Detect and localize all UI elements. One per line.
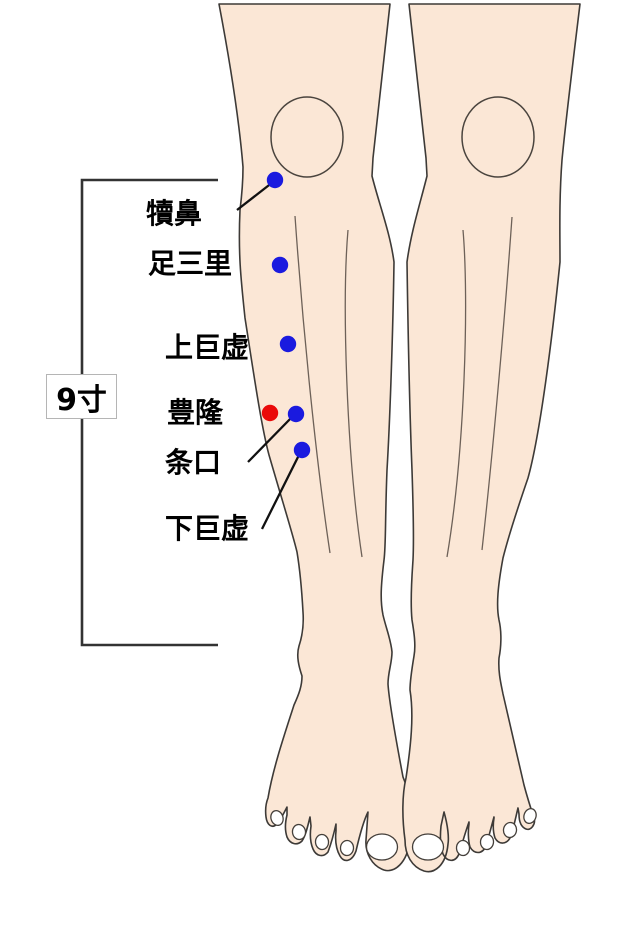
acupoint-dot-tokubi — [266, 171, 284, 189]
acupoint-dot-ashisanri — [271, 256, 289, 274]
acupoint-dot-jokokyo — [279, 335, 297, 353]
acupoint-dot-gekokyo — [293, 441, 311, 459]
right-shin-line-inner — [446, 229, 467, 558]
label-gekokyo: 下巨虚 — [165, 512, 250, 545]
toenail — [502, 821, 518, 839]
acupoint-dot-horyu — [261, 404, 279, 422]
toenail — [479, 833, 495, 851]
acupoint-dots — [261, 171, 311, 459]
left-shin-line-outer — [294, 215, 331, 554]
right-kneecap-outline — [461, 96, 535, 178]
leader-lines — [236, 181, 302, 530]
left-leg — [218, 3, 413, 872]
label-ashisanri: 足三里 — [148, 247, 233, 280]
left-kneecap-outline — [270, 96, 344, 178]
leader-line-joko — [247, 415, 294, 463]
big-toenail — [411, 833, 445, 861]
big-toenail — [365, 833, 399, 861]
toenail — [339, 839, 355, 857]
left-shin-line-inner — [344, 229, 363, 558]
right-leg-outline — [402, 3, 581, 873]
leader-line-tokubi — [236, 181, 274, 211]
toenail — [455, 839, 471, 857]
measurement-label: 9寸 — [56, 382, 107, 418]
toenail — [270, 809, 284, 827]
right-foot-toenails — [411, 807, 537, 861]
left-foot-toenails — [270, 809, 399, 861]
label-horyu: 豊隆 — [167, 396, 224, 429]
toenail — [291, 823, 307, 841]
measurement-label-box: 9寸 — [46, 374, 117, 419]
label-joko: 条口 — [165, 446, 222, 479]
label-tokubi: 犢鼻 — [146, 197, 203, 230]
label-jokokyo: 上巨虚 — [165, 331, 250, 364]
toenail — [523, 807, 537, 825]
acupoint-dot-joko — [287, 405, 305, 423]
right-leg — [402, 3, 581, 873]
right-shin-line-outer — [481, 216, 513, 551]
toenail — [314, 833, 330, 851]
leader-line-gekokyo — [260, 452, 302, 530]
